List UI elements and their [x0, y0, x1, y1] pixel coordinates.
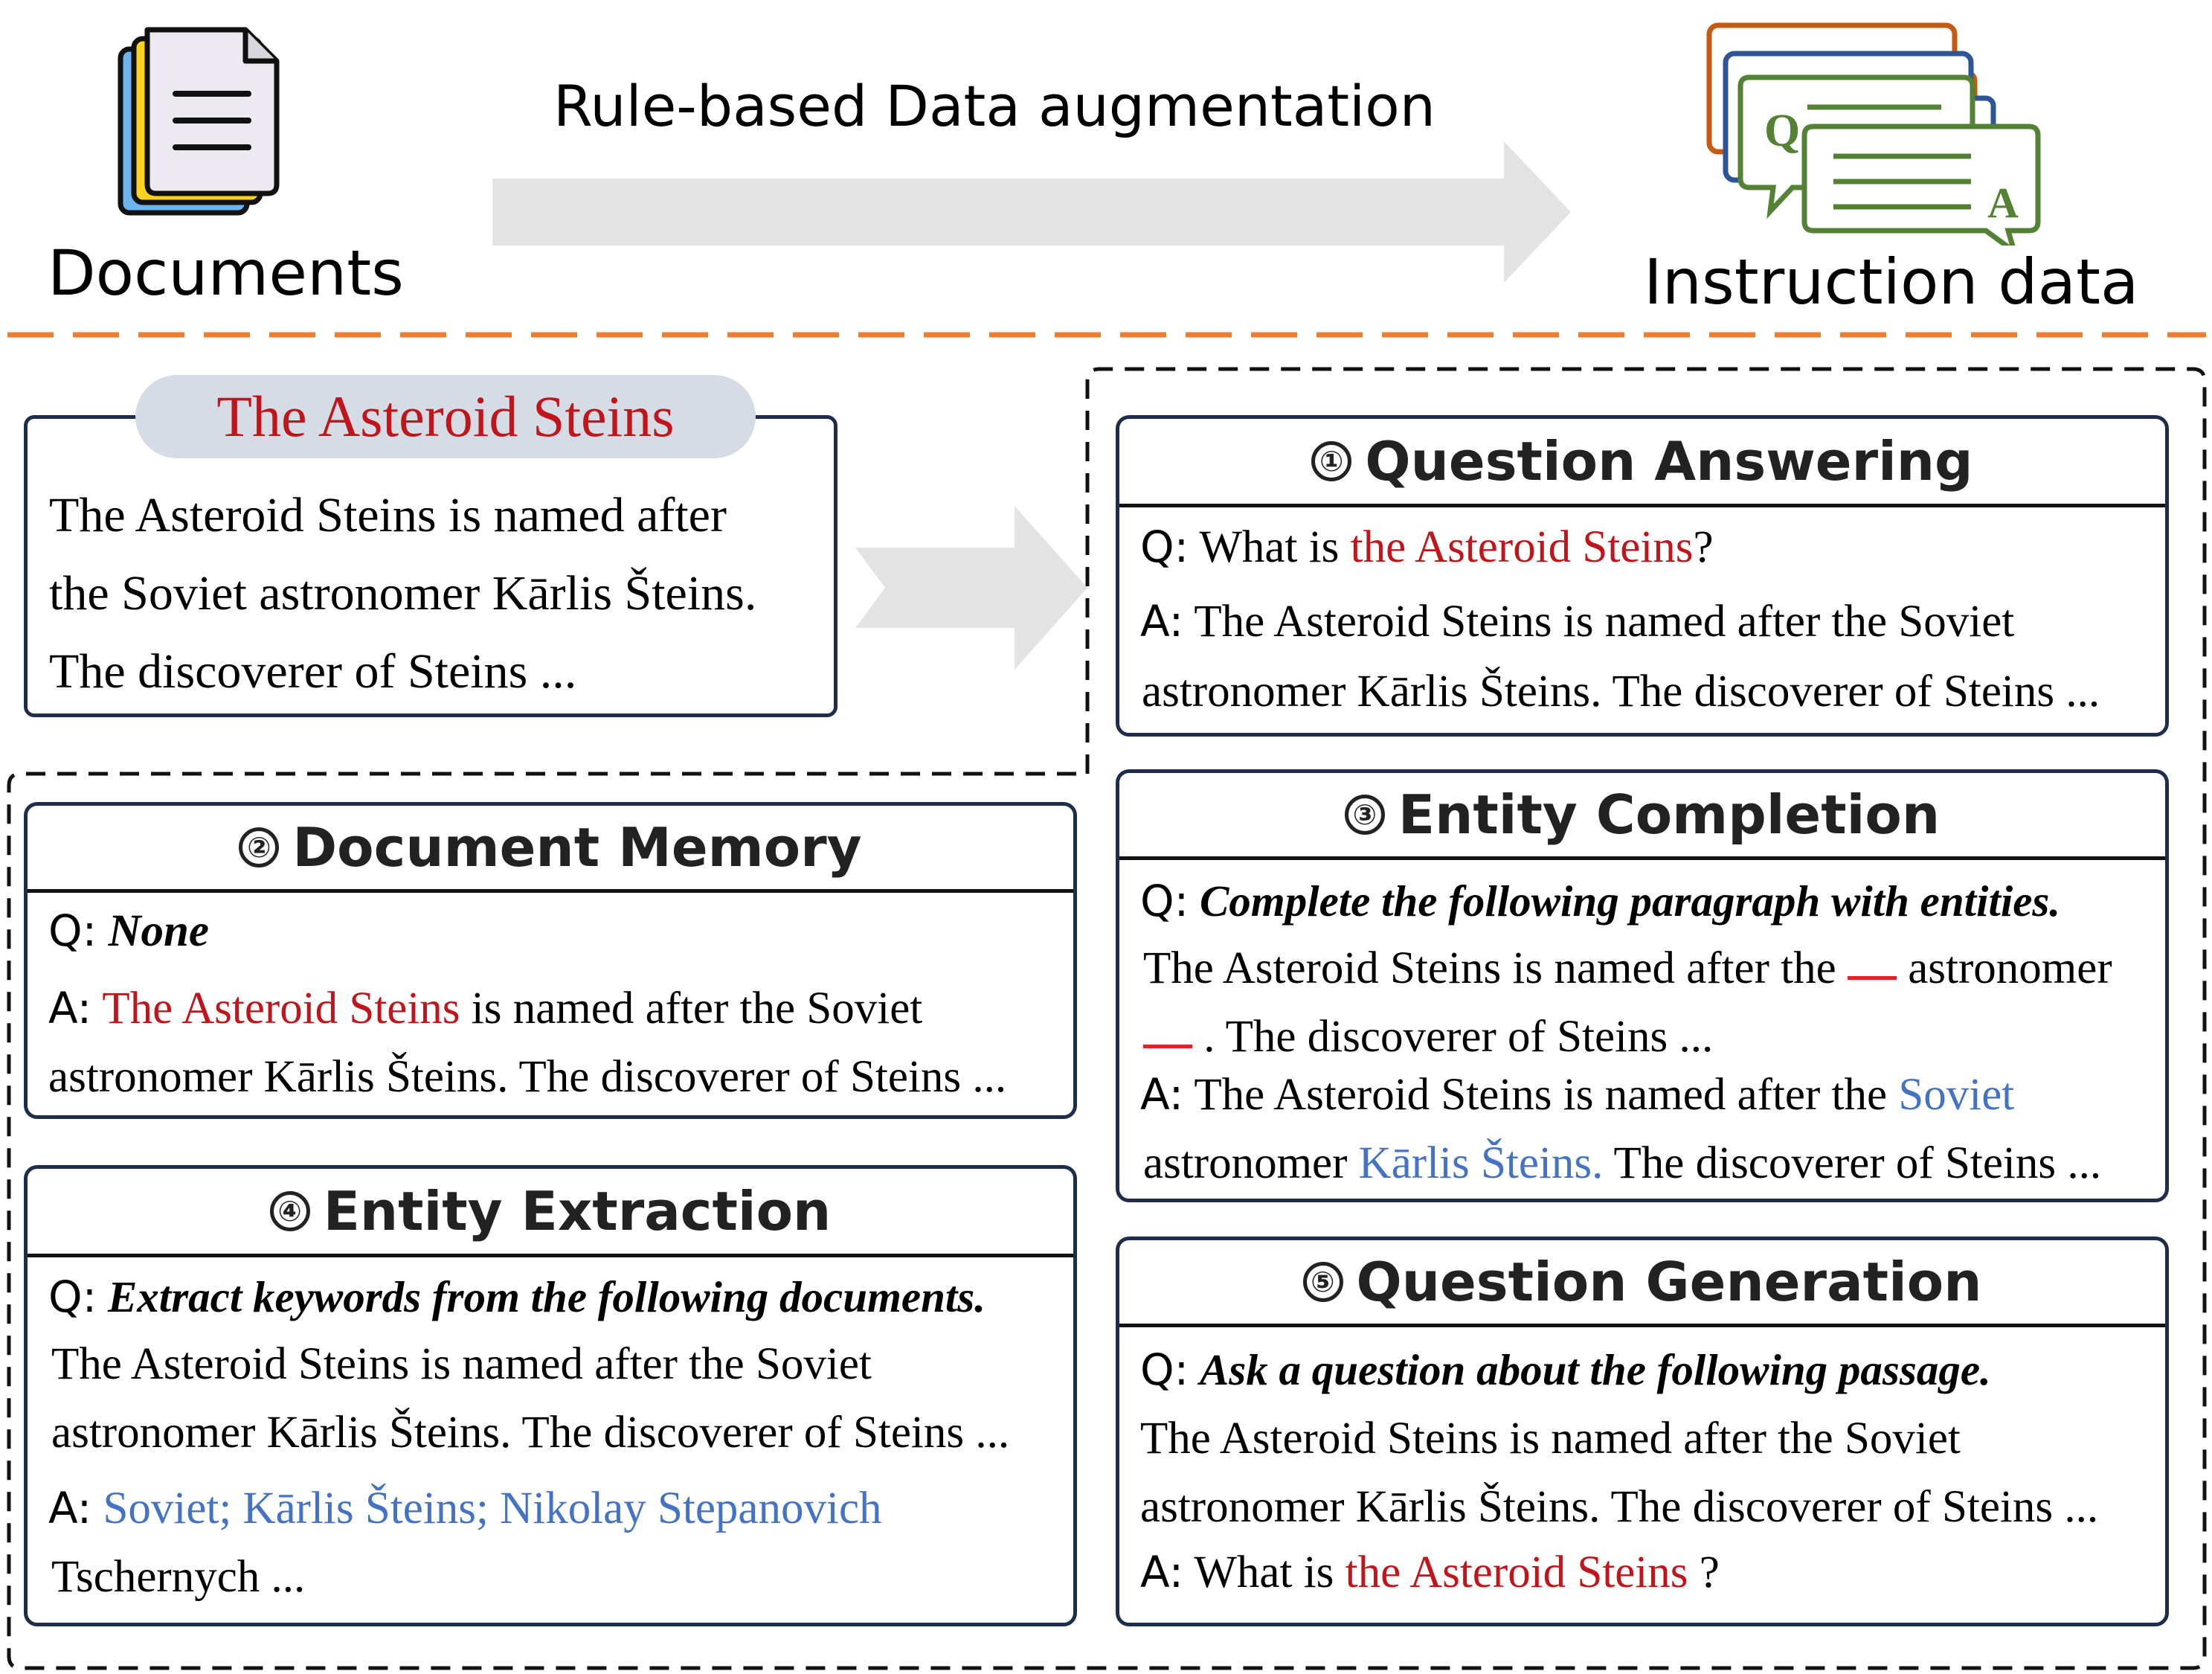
section-divider: [7, 332, 2206, 338]
augmentation-label: Rule-based Data augmentation: [553, 73, 1435, 139]
card-title: Entity Completion: [1398, 783, 1941, 846]
card-title: Document Memory: [292, 816, 862, 879]
step-number: ⑤: [1302, 1262, 1343, 1302]
step-number: ④: [269, 1191, 310, 1231]
entity-highlight: the Asteroid Steins: [1350, 522, 1694, 572]
question-line: Q: Extract keywords from the following d…: [48, 1271, 986, 1322]
question-line: Q: Ask a question about the following pa…: [1140, 1344, 1991, 1395]
answer-line: astronomer Kārlis Šteins. The discoverer…: [1143, 1138, 2102, 1188]
source-line: The Asteroid Steins is named after: [49, 488, 727, 542]
passage-line: The Asteroid Steins is named after the a…: [1143, 943, 2112, 993]
source-line: The discoverer of Steins ...: [49, 644, 577, 699]
answer-line: A: What is the Asteroid Steins ?: [1140, 1547, 1720, 1597]
answer-line: A: The Asteroid Steins is named after th…: [1140, 596, 2015, 647]
right-arrow-icon: [492, 141, 1571, 283]
entity-highlight: The Asteroid Steins: [102, 984, 460, 1033]
step-number: ①: [1311, 441, 1352, 481]
entity-highlight: the Asteroid Steins: [1345, 1548, 1688, 1597]
step-number: ③: [1344, 795, 1385, 835]
passage-line: astronomer Kārlis Šteins. The discoverer…: [51, 1408, 1010, 1457]
answer-line: A: The Asteroid Steins is named after th…: [48, 983, 923, 1033]
q-letter: Q: [1764, 106, 1800, 156]
card-header: ③ Entity Completion: [1119, 773, 2165, 860]
entity-highlight: Soviet: [1898, 1070, 2015, 1120]
card-title: Entity Extraction: [323, 1180, 832, 1242]
passage-line: astronomer Kārlis Šteins. The discoverer…: [1140, 1482, 2099, 1532]
blank-slot: [1143, 1045, 1192, 1048]
passage-line: The Asteroid Steins is named after the S…: [51, 1339, 872, 1389]
card-title: Question Answering: [1365, 430, 1973, 493]
answer-line: A: Soviet; Kārlis Šteins; Nikolay Stepan…: [48, 1483, 882, 1533]
documents-label: Documents: [48, 237, 404, 310]
blank-slot: [1847, 976, 1897, 980]
arrow-right-icon: [855, 506, 1087, 670]
passage-line: The Asteroid Steins is named after the S…: [1140, 1414, 1961, 1463]
step-number: ②: [239, 827, 280, 868]
card-title: Question Generation: [1356, 1251, 1982, 1313]
question-line: Q: None: [48, 905, 210, 956]
entity-list: Soviet; Kārlis Šteins; Nikolay Stepanovi…: [103, 1484, 882, 1533]
answer-line: astronomer Kārlis Šteins. The discoverer…: [48, 1052, 1007, 1102]
card-header: ① Question Answering: [1119, 419, 2165, 507]
card-header: ⑤ Question Generation: [1119, 1240, 2165, 1327]
source-document-text: The Asteroid Steins is named after the S…: [49, 476, 852, 711]
answer-line: A: The Asteroid Steins is named after th…: [1140, 1069, 2015, 1120]
document-memory-card: ② Document Memory Q: None A: The Asteroid…: [24, 802, 1077, 1119]
answer-line: astronomer Kārlis Šteins. The discoverer…: [1142, 667, 2100, 716]
instruction-data-label: Instruction data: [1644, 246, 2139, 318]
source-line: the Soviet astronomer Kārlis Šteins.: [49, 566, 757, 620]
entity-extraction-card: ④ Entity Extraction Q: Extract keywords f…: [24, 1165, 1077, 1626]
source-document-title: The Asteroid Steins: [135, 375, 756, 458]
entity-highlight: Kārlis Šteins.: [1358, 1138, 1604, 1188]
card-header: ④ Entity Extraction: [28, 1169, 1073, 1257]
card-header: ② Document Memory: [28, 806, 1073, 893]
instruction-data-icon: Q A: [1706, 22, 2041, 246]
question-generation-card: ⑤ Question Generation Q: Ask a question a…: [1116, 1237, 2169, 1626]
entity-completion-card: ③ Entity Completion Q: Complete the follo…: [1116, 769, 2169, 1202]
question-line: Q: Complete the following paragraph with…: [1140, 876, 2061, 926]
a-letter: A: [1987, 179, 2019, 227]
question-line: Q: What is the Asteroid Steins?: [1140, 522, 1714, 572]
question-answering-card: ① Question Answering Q: What is the Aster…: [1116, 415, 2169, 737]
documents-icon: [118, 27, 280, 216]
entity-list: Tschernych ...: [51, 1552, 306, 1602]
passage-line: . The discoverer of Steins ...: [1143, 1011, 1713, 1063]
